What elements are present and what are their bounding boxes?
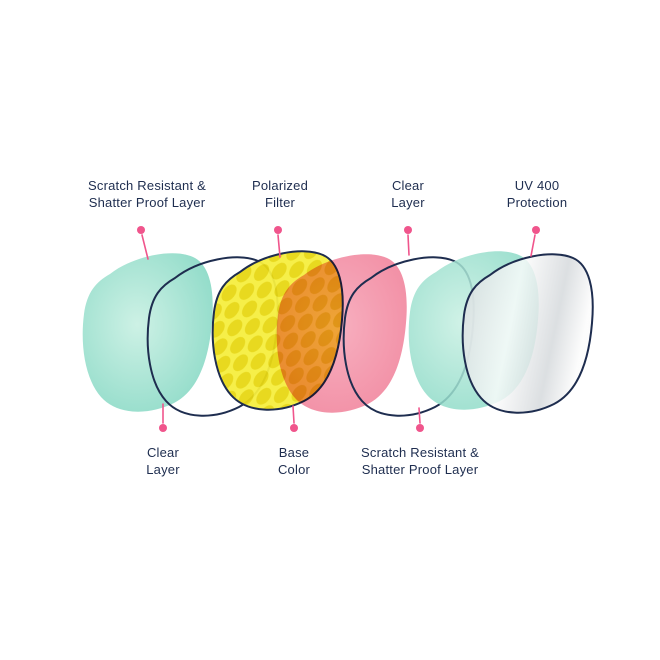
callout-dot-bottom-scratch <box>416 424 424 432</box>
callout-label-line: Clear <box>391 178 425 193</box>
callout-connectors <box>137 226 540 432</box>
callout-label-line: Shatter Proof Layer <box>361 462 479 477</box>
callout-label-line: Scratch Resistant & <box>361 445 479 460</box>
callout-label-line: Polarized <box>252 178 308 193</box>
callout-dot-top-polarized <box>274 226 282 234</box>
callout-dot-bottom-base <box>290 424 298 432</box>
callout-label-polarized: Polarized Filter <box>252 177 308 211</box>
callout-label-line: Scratch Resistant & <box>88 178 206 193</box>
callout-label-line: Clear <box>146 445 180 460</box>
callout-dot-top-scratch <box>137 226 145 234</box>
callout-label-uv: UV 400 Protection <box>507 177 568 211</box>
callout-label-line: Color <box>277 462 311 477</box>
callout-line-top-scratch <box>141 234 149 260</box>
callout-label-clear-top: Clear Layer <box>391 177 425 211</box>
callout-label-line: Filter <box>264 195 296 210</box>
callout-line-bottom-scratch <box>418 407 421 424</box>
callout-label-scratch-left: Scratch Resistant & Shatter Proof Layer <box>88 177 206 211</box>
callout-dot-bottom-clear <box>159 424 167 432</box>
callout-line-top-polarized <box>277 234 281 258</box>
callout-dot-top-uv <box>532 226 540 234</box>
callout-dot-top-clear <box>404 226 412 234</box>
callout-label-line: UV 400 <box>514 178 560 193</box>
callout-label-clear-bottom: Clear Layer <box>146 444 180 478</box>
callout-label-line: Protection <box>506 195 568 210</box>
callout-label-line: Shatter Proof Layer <box>88 195 206 210</box>
callout-line-bottom-base <box>292 405 295 424</box>
callout-label-line: Layer <box>146 462 180 477</box>
callout-label-line: Layer <box>391 195 425 210</box>
callout-line-top-clear <box>407 234 410 256</box>
lens-stack <box>82 250 594 417</box>
callout-label-base-color: Base Color <box>278 444 310 478</box>
callout-line-top-uv <box>530 234 536 257</box>
callout-label-scratch-right: Scratch Resistant & Shatter Proof Layer <box>361 444 479 478</box>
callout-label-line: Base <box>278 445 310 460</box>
